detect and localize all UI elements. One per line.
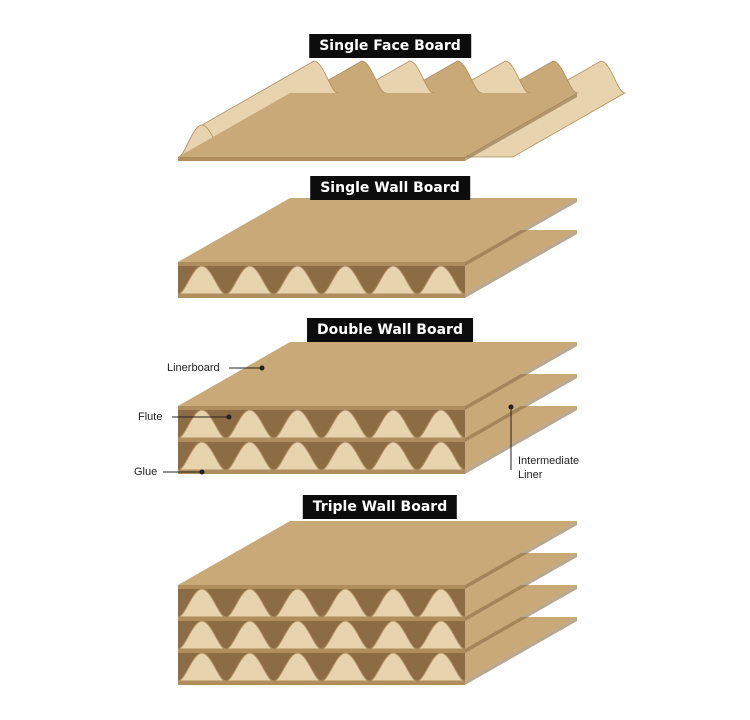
- triple-wall-flute-1-wave: [177, 620, 227, 650]
- double-wall-flute-0-wave: [369, 409, 418, 439]
- triple-wall-flute-2-wave: [369, 652, 418, 682]
- label-flute: Flute: [138, 411, 163, 423]
- triple-wall-flute-1-wave: [273, 620, 322, 650]
- triple-wall-flute-0-wave: [273, 588, 322, 618]
- triple-wall-flute-1-wave: [416, 620, 466, 650]
- double-wall-flute-1-wave: [273, 441, 322, 471]
- double-wall-flute-1-wave: [177, 441, 227, 471]
- callout-lines: [163, 365, 514, 475]
- single-wall-flute-0: [177, 265, 466, 295]
- board-title-single-wall: Single Wall Board: [310, 176, 470, 200]
- triple-wall-flute-2-wave: [177, 652, 227, 682]
- triple-wall-flute-1-wave: [369, 620, 418, 650]
- board-title-double-wall: Double Wall Board: [307, 318, 473, 342]
- double-wall-liner-1-edge: [178, 438, 465, 442]
- glue-dot: [199, 469, 205, 475]
- double-wall-flute-0-cavity: [178, 410, 465, 438]
- triple-wall-liner-0-top: [178, 521, 577, 585]
- single-wall-liner-0: [178, 198, 577, 266]
- double-wall-flute-0-wave: [225, 409, 274, 439]
- double-wall-flute-0-wave: [321, 409, 370, 439]
- label-glue: Glue: [134, 466, 158, 478]
- triple-wall-flute-0-wave: [225, 588, 274, 618]
- double-wall-liner-2-edge: [178, 470, 465, 474]
- single-wall-flute-0-wave: [321, 265, 370, 295]
- triple-wall-flute-2-wave: [273, 652, 322, 682]
- triple-wall-flute-0-wave: [416, 588, 466, 618]
- triple-wall-flute-2-wave: [225, 652, 274, 682]
- single-wall-liner-1-side: [465, 230, 577, 298]
- double-wall-liner-1-side: [465, 374, 577, 442]
- single-wall-flute-0-wave: [416, 265, 466, 295]
- triple-wall-flute-1-cavity: [178, 621, 465, 649]
- double-wall-flute-0-wave: [416, 409, 466, 439]
- triple-wall-flute-1-wave: [225, 620, 274, 650]
- double-wall-flute-1-cavity: [178, 442, 465, 470]
- triple-wall-flute-0-wave: [369, 588, 418, 618]
- triple-wall-liner-0-edge: [178, 585, 465, 589]
- double-wall-liner-2-side: [465, 406, 577, 474]
- double-wall-flute-0: [177, 409, 466, 439]
- triple-wall-flute-1: [177, 620, 466, 650]
- boards-layer: [177, 60, 627, 685]
- double-wall-flute-1-wave: [369, 441, 418, 471]
- double-wall-flute-0-wave: [177, 409, 227, 439]
- triple-wall-flute-0: [177, 588, 466, 618]
- label-intermediate-line2: Liner: [518, 469, 543, 481]
- intermediate-dot: [508, 404, 514, 410]
- double-wall-flute-0-wave: [273, 409, 322, 439]
- triple-wall-flute-0-wave: [177, 588, 227, 618]
- single-wall-flute-0-wave: [369, 265, 418, 295]
- double-wall-liner-0: [178, 342, 577, 410]
- double-wall-liner-0-top: [178, 342, 577, 406]
- single-wall-flute-0-wave: [177, 265, 227, 295]
- triple-wall-flute-2: [177, 652, 466, 682]
- triple-wall-flute-1-wave: [321, 620, 370, 650]
- label-linerboard: Linerboard: [167, 362, 220, 374]
- double-wall-liner-0-edge: [178, 406, 465, 410]
- triple-wall-liner-2-side: [465, 585, 577, 653]
- single-wall-liner-0-side: [465, 198, 577, 266]
- board-title-single-face: Single Face Board: [309, 34, 471, 58]
- double-wall-flute-1: [177, 441, 466, 471]
- board-title-triple-wall: Triple Wall Board: [302, 495, 458, 519]
- triple-wall-flute-2-wave: [321, 652, 370, 682]
- linerboard-dot: [259, 365, 265, 371]
- double-wall-flute-1-wave: [416, 441, 466, 471]
- double-wall-liner-0-side: [465, 342, 577, 410]
- label-intermediate-liner: Intermediate Liner: [518, 454, 579, 482]
- triple-wall-flute-0-wave: [321, 588, 370, 618]
- triple-wall-flute-0-cavity: [178, 589, 465, 617]
- double-wall-flute-1-wave: [321, 441, 370, 471]
- single-face-liner: [178, 93, 577, 161]
- double-wall-flute-1-wave: [225, 441, 274, 471]
- single-wall-liner-0-edge: [178, 262, 465, 266]
- label-intermediate-line1: Intermediate: [518, 455, 580, 467]
- triple-wall-flute-2-wave: [416, 652, 466, 682]
- single-wall-liner-0-top: [178, 198, 577, 262]
- triple-wall-liner-1-edge: [178, 617, 465, 621]
- single-face-liner-top: [178, 93, 577, 157]
- single-wall-flute-0-cavity: [178, 266, 465, 294]
- single-wall-flute-0-wave: [273, 265, 322, 295]
- triple-wall-liner-0: [178, 521, 577, 589]
- single-wall-liner-1-edge: [178, 294, 465, 298]
- flute-dot: [226, 414, 232, 420]
- triple-wall-liner-3-side: [465, 617, 577, 685]
- triple-wall-liner-3-edge: [178, 681, 465, 685]
- triple-wall-liner-0-side: [465, 521, 577, 589]
- single-face-liner-side: [465, 93, 577, 161]
- triple-wall-liner-2-edge: [178, 649, 465, 653]
- triple-wall-liner-1-side: [465, 553, 577, 621]
- single-wall-flute-0-wave: [225, 265, 274, 295]
- triple-wall-flute-2-cavity: [178, 653, 465, 681]
- single-face-liner-edge: [178, 157, 465, 161]
